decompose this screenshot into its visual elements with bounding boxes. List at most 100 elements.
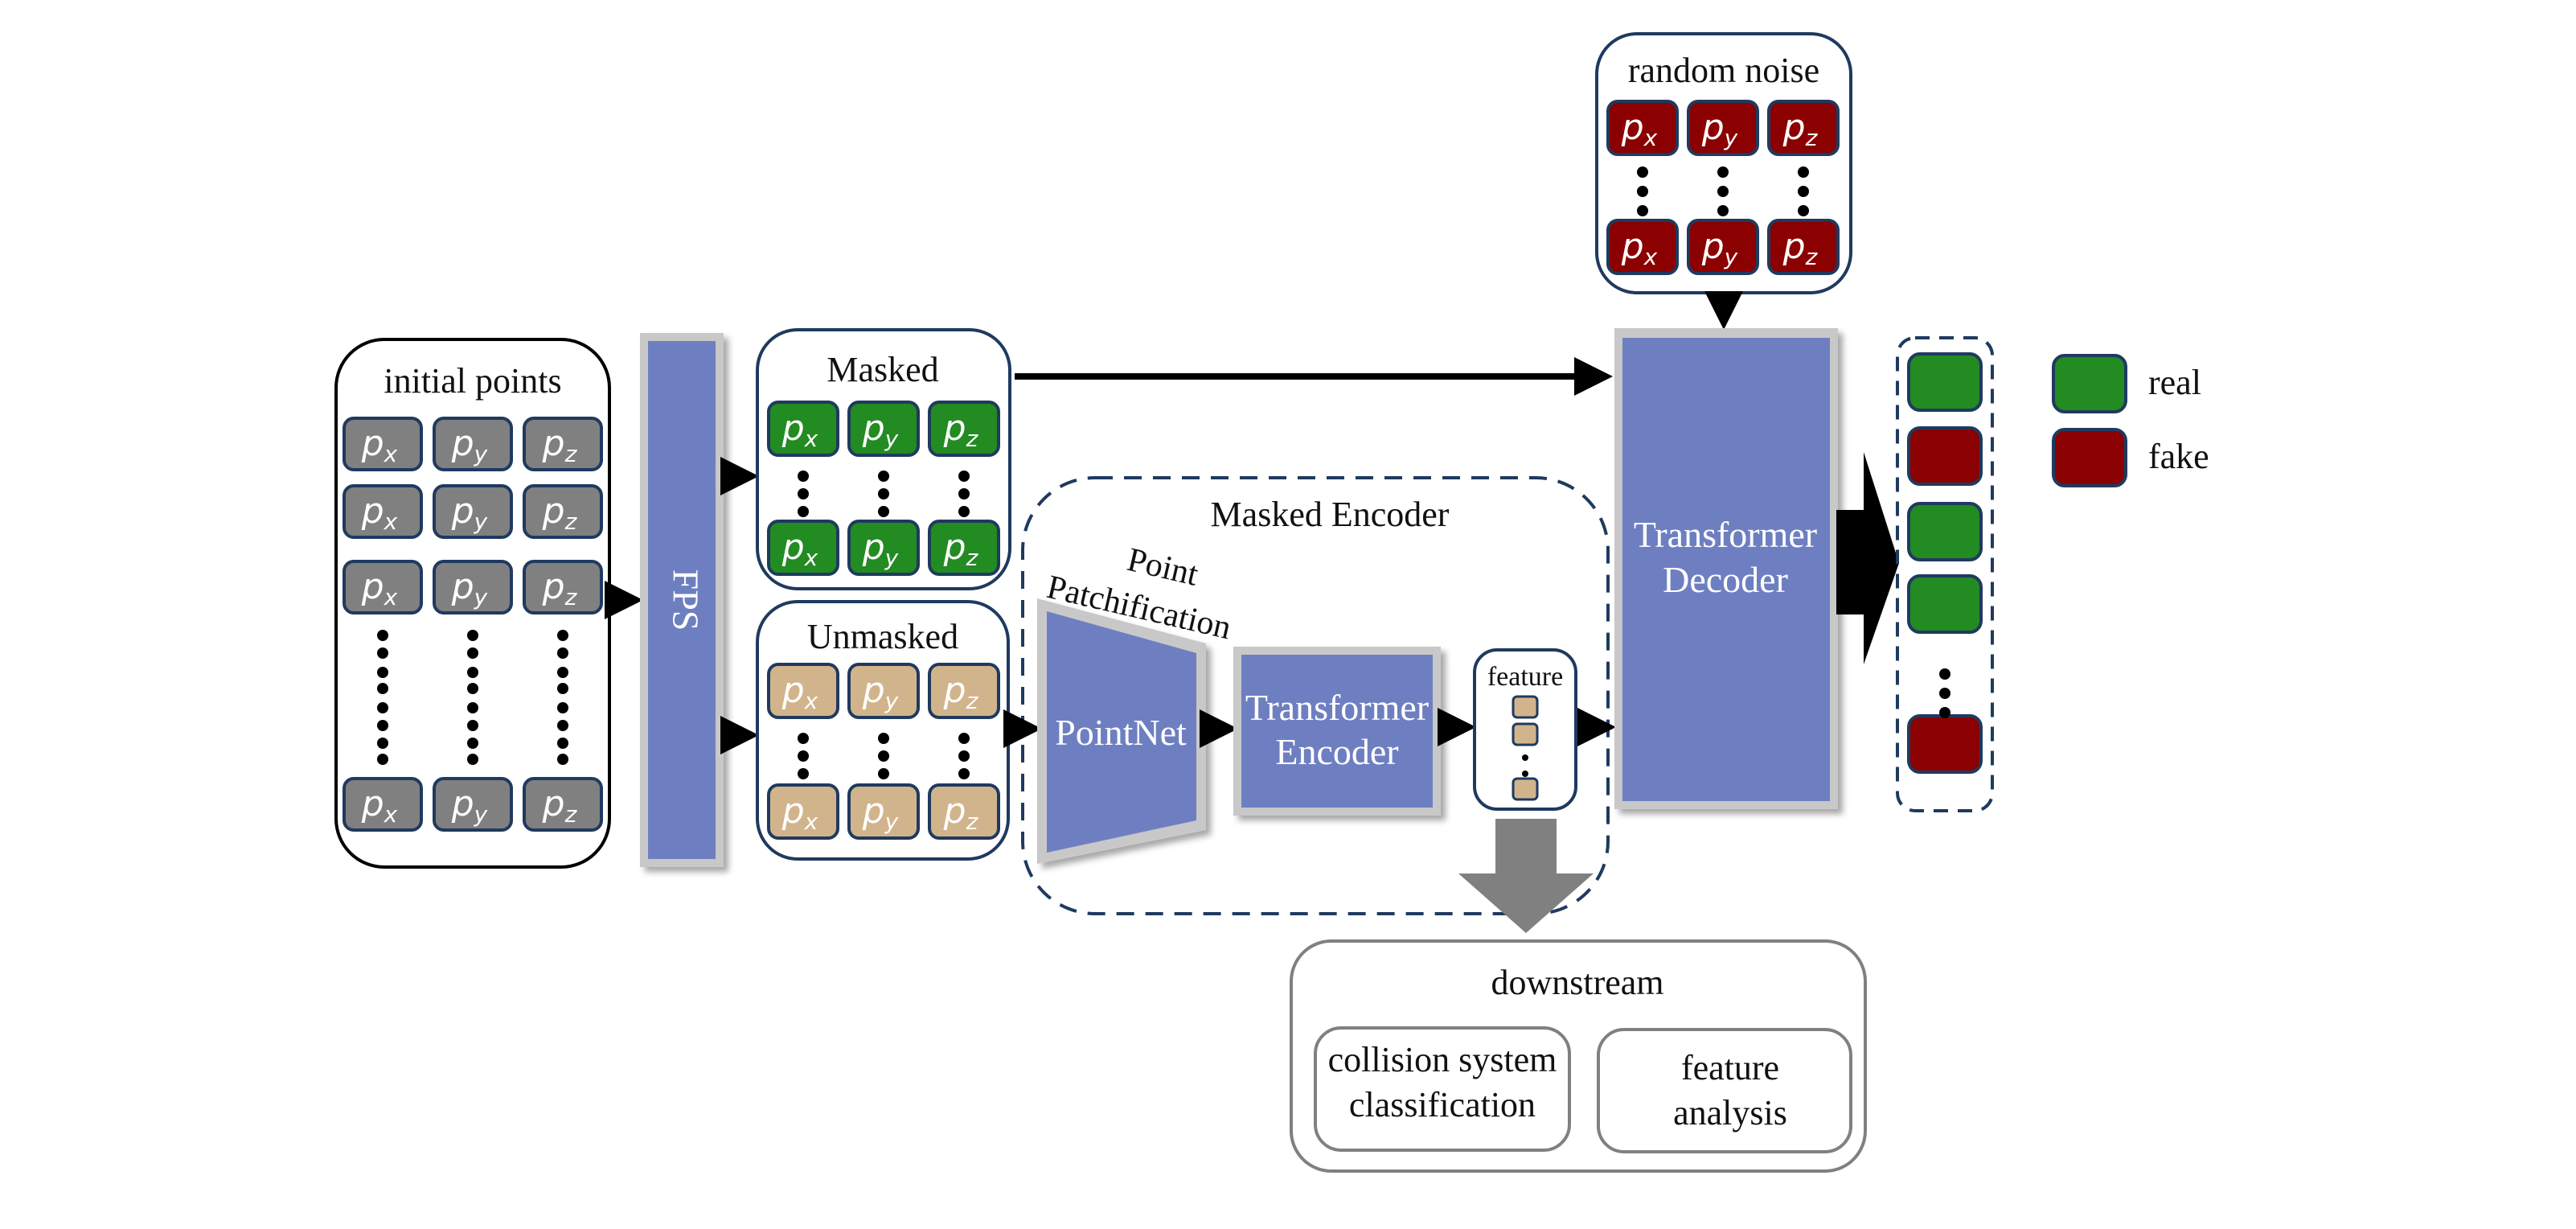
ellipsis-dot: [377, 720, 388, 731]
task-feature-analysis: [1597, 1028, 1852, 1153]
coord-cell-y: py: [847, 401, 920, 457]
downstream-panel: downstream collision system classificati…: [1290, 939, 1867, 1173]
coord-cell-bg: [847, 663, 920, 719]
pointnet-block: [1037, 598, 1206, 864]
coord-cell-bg: [523, 417, 603, 471]
legend-swatch: [2052, 354, 2127, 413]
coord-cell-bg: [847, 401, 920, 457]
coord-cell-bg: [928, 401, 1000, 457]
coord-cell-z: pz: [1767, 219, 1840, 275]
coord-cell-x: px: [343, 417, 423, 471]
ellipsis-dot: [1939, 707, 1950, 718]
coord-cell-x: px: [343, 484, 423, 539]
coord-cell-y: py: [433, 560, 513, 614]
coord-label: px: [361, 491, 398, 535]
ellipsis-dot: [377, 630, 388, 641]
downstream-title: downstream: [1491, 963, 1663, 1002]
coord-cell-x: px: [767, 663, 839, 719]
ellipsis-dot: [467, 683, 478, 694]
coord-cell-z: pz: [928, 520, 1000, 576]
unmasked-title: Unmasked: [807, 617, 958, 656]
ellipsis-dot: [467, 738, 478, 749]
task2-label-line2: analysis: [1673, 1093, 1787, 1132]
task-collision-classification: [1314, 1026, 1571, 1152]
coord-cell-y: py: [1687, 100, 1759, 156]
ellipsis-dot: [467, 720, 478, 731]
ellipsis-dot: [878, 768, 889, 779]
legend-item-fake: fake: [2052, 428, 2209, 487]
ellipsis-dot: [878, 488, 889, 499]
coord-cell-bg: [433, 484, 513, 539]
transformer-encoder-label-line2: Encoder: [1275, 731, 1398, 772]
feature-token: [1512, 722, 1539, 746]
feature-token: [1512, 777, 1539, 801]
legend-swatch: [2052, 428, 2127, 487]
ellipsis-dot: [557, 647, 568, 659]
masked-encoder-boundary: [1021, 476, 1610, 915]
coord-cell-bg: [433, 777, 513, 832]
transformer-decoder-block: [1614, 328, 1838, 809]
ellipsis-dot: [1717, 166, 1729, 178]
coord-cell-bg: [767, 520, 839, 576]
pointnet-label: PointNet: [1055, 712, 1187, 753]
feature-token: [1512, 695, 1539, 719]
ellipsis-dot: [557, 630, 568, 641]
ellipsis-dot: [1798, 166, 1809, 178]
ellipsis-dot: [467, 702, 478, 713]
task1-label-line1: collision system: [1328, 1040, 1557, 1079]
coord-cell-bg: [928, 783, 1000, 840]
random-noise-title: random noise: [1628, 51, 1819, 90]
coord-label: pz: [542, 423, 578, 467]
coord-cell-bg: [343, 560, 423, 614]
legend-item-real: real: [2052, 354, 2201, 413]
coord-label: px: [361, 423, 398, 467]
ellipsis-dot: [958, 488, 970, 499]
coord-cell-bg: [928, 663, 1000, 719]
ellipsis-dot: [1522, 771, 1528, 777]
coord-cell-bg: [523, 560, 603, 614]
ellipsis-dot: [878, 506, 889, 517]
ellipsis-dot: [878, 750, 889, 762]
ellipsis-dot: [798, 506, 809, 517]
coord-cell-y: py: [847, 783, 920, 840]
ellipsis-dot: [1939, 668, 1950, 680]
coord-cell-x: px: [343, 560, 423, 614]
transformer-encoder-block: [1233, 647, 1441, 816]
coord-label: py: [862, 527, 899, 571]
feature-label: feature: [1487, 662, 1563, 692]
output-cell-real: [1907, 352, 1983, 412]
legend-label: fake: [2148, 437, 2209, 476]
coord-label: px: [781, 527, 818, 571]
coord-cell-y: py: [433, 484, 513, 539]
ellipsis-dot: [1717, 186, 1729, 197]
ellipsis-dot: [377, 702, 388, 713]
coord-cell-x: px: [767, 401, 839, 457]
ellipsis-dot: [557, 683, 568, 694]
transformer-decoder-label-line2: Decoder: [1663, 559, 1788, 600]
ellipsis-dot: [377, 647, 388, 659]
fps-block: [640, 333, 724, 867]
coord-label: py: [862, 670, 899, 714]
ellipsis-dot: [557, 667, 568, 678]
coord-label: pz: [1782, 226, 1819, 270]
coord-label: pz: [943, 527, 979, 571]
ellipsis-dot: [557, 702, 568, 713]
coord-label: px: [361, 566, 398, 610]
coord-cell-z: pz: [523, 417, 603, 471]
coord-label: pz: [943, 408, 979, 452]
coord-cell-z: pz: [1767, 100, 1840, 156]
ellipsis-dot: [557, 738, 568, 749]
ellipsis-dot: [467, 647, 478, 659]
ellipsis-dot: [878, 471, 889, 482]
legend-label: real: [2148, 363, 2201, 402]
ellipsis-dot: [798, 768, 809, 779]
coord-cell-y: py: [847, 663, 920, 719]
patchification-label-line1: Point: [1124, 541, 1202, 594]
ellipsis-dot: [1637, 186, 1648, 197]
coord-cell-bg: [767, 401, 839, 457]
